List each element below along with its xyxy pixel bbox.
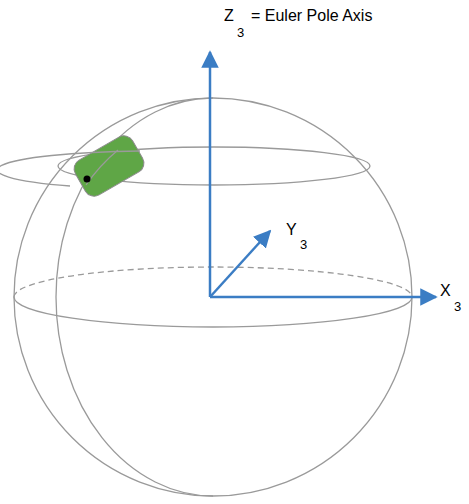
- axis-caption: = Euler Pole Axis: [251, 8, 372, 24]
- axis-subscript: 3: [237, 26, 244, 39]
- meridian-arc: [56, 98, 213, 496]
- axis-letter: Y: [286, 222, 297, 238]
- axis-letter: Z: [224, 8, 234, 24]
- equator-front: [14, 297, 412, 327]
- z-axis-arrow: [209, 52, 212, 297]
- x-axis-arrow: [210, 296, 436, 299]
- y-axis-arrow: [210, 231, 270, 297]
- axis-subscript: 3: [300, 238, 307, 251]
- plate-patch: [0, 132, 148, 200]
- axis-subscript: 3: [454, 300, 461, 313]
- axis-letter: X: [440, 283, 451, 299]
